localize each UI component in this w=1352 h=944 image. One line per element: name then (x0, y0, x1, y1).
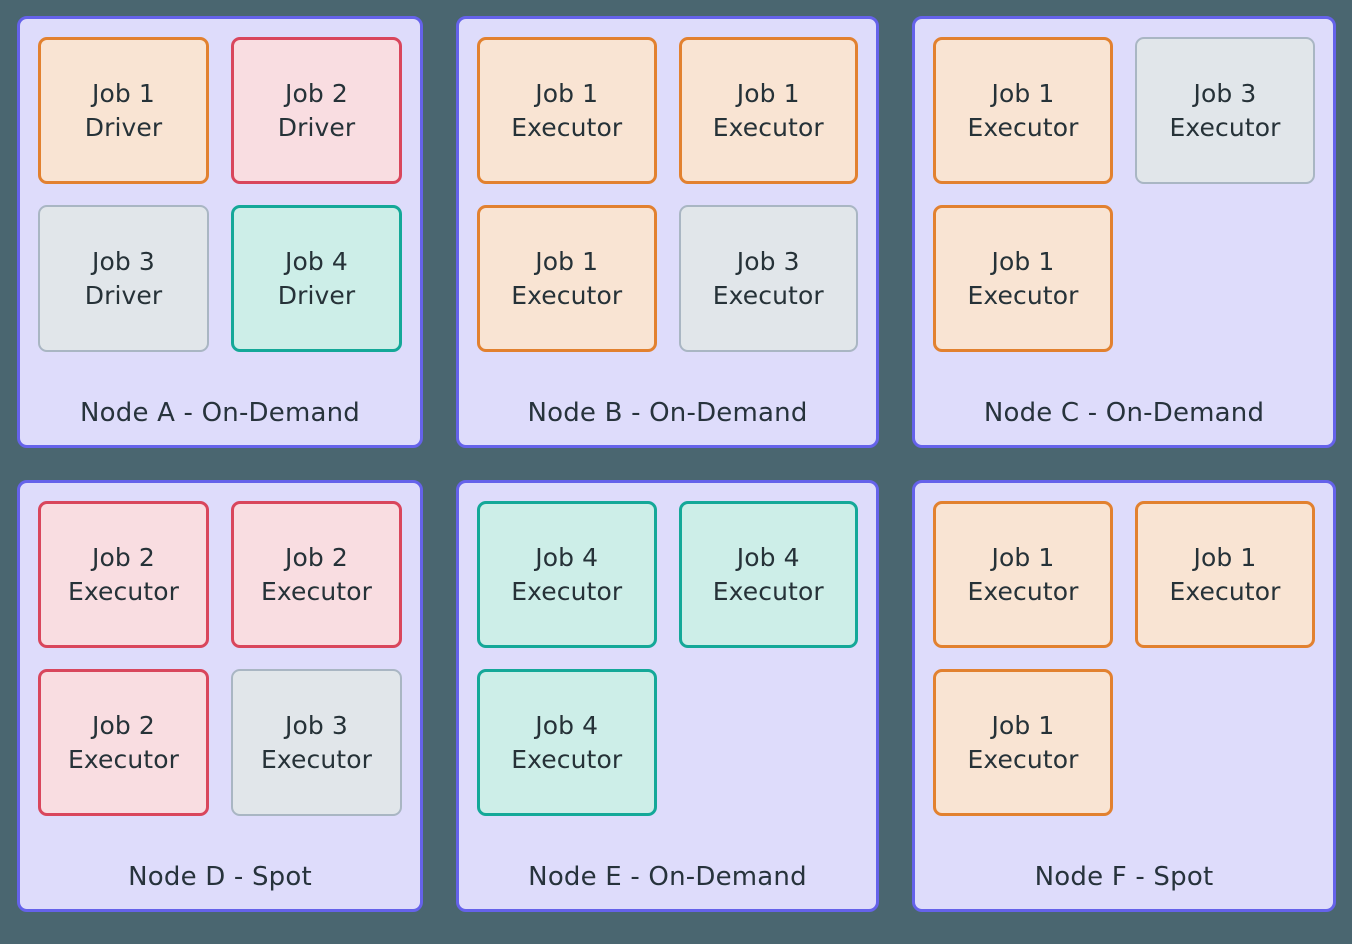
job-card[interactable]: Job 2 Driver (231, 37, 402, 184)
job-card[interactable]: Job 1 Executor (933, 501, 1113, 648)
job-card[interactable]: Job 2 Executor (231, 501, 402, 648)
job-card-job-label: Job 1 (92, 79, 155, 108)
job-card-job-label: Job 1 (535, 247, 599, 276)
empty-slot (679, 669, 859, 816)
empty-slot (1135, 669, 1315, 816)
job-card[interactable]: Job 3 Executor (678, 205, 858, 352)
job-card[interactable]: Job 1 Executor (933, 669, 1113, 816)
node-label: Node D - Spot (128, 862, 312, 892)
job-card-job-label: Job 4 (736, 543, 800, 572)
node-label: Node C - On-Demand (983, 398, 1265, 428)
job-card-job-label: Job 3 (1193, 79, 1257, 108)
job-card-role-label: Executor (511, 744, 623, 774)
job-card-job-label: Job 2 (285, 79, 348, 108)
job-card-job-label: Job 1 (535, 79, 599, 108)
job-card-role-label: Executor (68, 744, 179, 774)
job-card-job-label: Job 4 (535, 543, 599, 572)
job-card[interactable]: Job 3 Executor (231, 669, 402, 816)
job-card[interactable]: Job 1 Executor (1135, 501, 1315, 648)
job-card-role-label: Driver (84, 112, 163, 142)
job-card-job-label: Job 1 (1193, 543, 1257, 572)
job-card-job-label: Job 3 (285, 711, 348, 740)
job-card-job-label: Job 1 (736, 79, 800, 108)
job-card[interactable]: Job 2 Executor (38, 669, 209, 816)
job-card-role-label: Executor (511, 280, 623, 310)
job-card[interactable]: Job 3 Executor (1135, 37, 1315, 184)
job-card-role-label: Executor (261, 744, 372, 774)
job-card-role-label: Driver (84, 280, 163, 310)
job-card[interactable]: Job 4 Driver (231, 205, 402, 352)
job-card-job-label: Job 2 (92, 711, 155, 740)
job-card-role-label: Executor (511, 576, 623, 606)
job-card[interactable]: Job 1 Executor (933, 205, 1113, 352)
job-card-role-label: Executor (1169, 576, 1281, 606)
job-card-role-label: Driver (277, 280, 356, 310)
empty-slot (1135, 205, 1315, 352)
job-card-job-label: Job 1 (991, 79, 1055, 108)
job-card-job-label: Job 2 (285, 543, 348, 572)
job-card-job-label: Job 1 (991, 711, 1055, 740)
job-card[interactable]: Job 1 Executor (477, 37, 657, 184)
job-card-role-label: Executor (712, 112, 824, 142)
job-card-role-label: Executor (967, 576, 1079, 606)
node-label: Node B - On-Demand (527, 398, 808, 428)
job-card[interactable]: Job 4 Executor (477, 501, 657, 648)
job-card-role-label: Executor (967, 744, 1079, 774)
job-card-role-label: Executor (1169, 112, 1281, 142)
job-card-job-label: Job 1 (991, 247, 1055, 276)
job-card[interactable]: Job 4 Executor (678, 501, 858, 648)
job-card-role-label: Executor (68, 576, 179, 606)
job-card[interactable]: Job 1 Executor (678, 37, 858, 184)
job-card-job-label: Job 4 (535, 711, 599, 740)
job-card[interactable]: Job 4 Executor (477, 669, 657, 816)
job-card-job-label: Job 4 (285, 247, 348, 276)
job-card-role-label: Driver (277, 112, 356, 142)
job-card-role-label: Executor (712, 576, 824, 606)
job-card-job-label: Job 3 (736, 247, 800, 276)
job-card-job-label: Job 1 (991, 543, 1055, 572)
job-card[interactable]: Job 2 Executor (38, 501, 209, 648)
node-label: Node F - Spot (1034, 862, 1214, 892)
job-card[interactable]: Job 1 Driver (38, 37, 209, 184)
job-card[interactable]: Job 1 Executor (477, 205, 657, 352)
job-card-role-label: Executor (261, 576, 372, 606)
job-card[interactable]: Job 3 Driver (38, 205, 209, 352)
node-label: Node E - On-Demand (528, 862, 807, 892)
job-card[interactable]: Job 1 Executor (933, 37, 1113, 184)
job-card-job-label: Job 3 (92, 247, 155, 276)
job-card-job-label: Job 2 (92, 543, 155, 572)
job-card-role-label: Executor (967, 112, 1079, 142)
node-label: Node A - On-Demand (79, 398, 360, 428)
job-card-role-label: Executor (967, 280, 1079, 310)
job-card-role-label: Executor (712, 280, 824, 310)
job-card-role-label: Executor (511, 112, 623, 142)
